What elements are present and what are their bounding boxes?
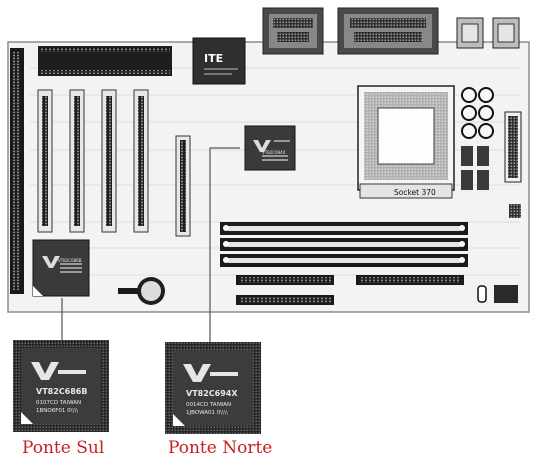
isa-slot — [10, 48, 24, 294]
dimm-slot — [220, 222, 468, 235]
ite-logo: ITE — [204, 52, 223, 65]
cpu-socket: Socket 370 — [357, 85, 455, 199]
socket-label: Socket 370 — [394, 188, 436, 197]
via-logo-icon — [31, 362, 59, 380]
dimm-slots — [220, 222, 468, 267]
via-logo-icon — [253, 140, 271, 152]
voltage-regulators — [461, 111, 522, 218]
south-bridge-chip-zoom: VT82C686B 0107CD TAIWAN 1BNO6F01 0\\\\ — [13, 340, 109, 432]
south-bridge-model: VT82C686B — [36, 387, 87, 396]
south-bridge-caption: Ponte Sul — [22, 438, 105, 458]
north-bridge-chip-board: VT82C694X — [244, 125, 296, 171]
north-bridge-chip-zoom: VT82C694X 0014CD TAIWAN 1JBOWA01 0\\\\ — [165, 342, 261, 434]
agp-slot — [175, 135, 191, 237]
north-bridge-caption: Ponte Norte — [168, 438, 273, 458]
north-bridge-model: VT82C694X — [186, 389, 238, 398]
via-logo-icon — [42, 256, 60, 268]
via-logo-icon — [183, 364, 211, 382]
dimm-slot — [220, 254, 468, 267]
back-panel-connectors — [262, 7, 520, 55]
bios-chip — [38, 46, 172, 76]
pci-slot — [69, 89, 85, 233]
pci-slot — [101, 89, 117, 233]
pci-slots — [37, 89, 149, 233]
leader-lines — [61, 147, 240, 342]
south-bridge-line2: 0107CD TAIWAN — [36, 400, 81, 406]
bottom-right-components — [477, 285, 518, 303]
south-bridge-model-small: VT82C686B — [58, 258, 82, 263]
north-bridge-model-small: VT82C694X — [262, 150, 286, 155]
dimm-slot — [220, 238, 468, 251]
capacitors — [461, 87, 494, 139]
north-bridge-line2: 0014CD TAIWAN — [186, 402, 231, 408]
pci-slot — [133, 89, 149, 233]
north-bridge-line3: 1JBOWA01 0\\\\ — [186, 410, 228, 416]
ide-connectors — [236, 275, 464, 305]
ite-chip: ITE — [192, 37, 246, 85]
pci-slot — [37, 89, 53, 233]
south-bridge-chip-board: VT82C686B — [32, 239, 90, 297]
south-bridge-line3: 1BNO6F01 0\\\\ — [36, 408, 78, 414]
cmos-battery — [118, 277, 165, 305]
